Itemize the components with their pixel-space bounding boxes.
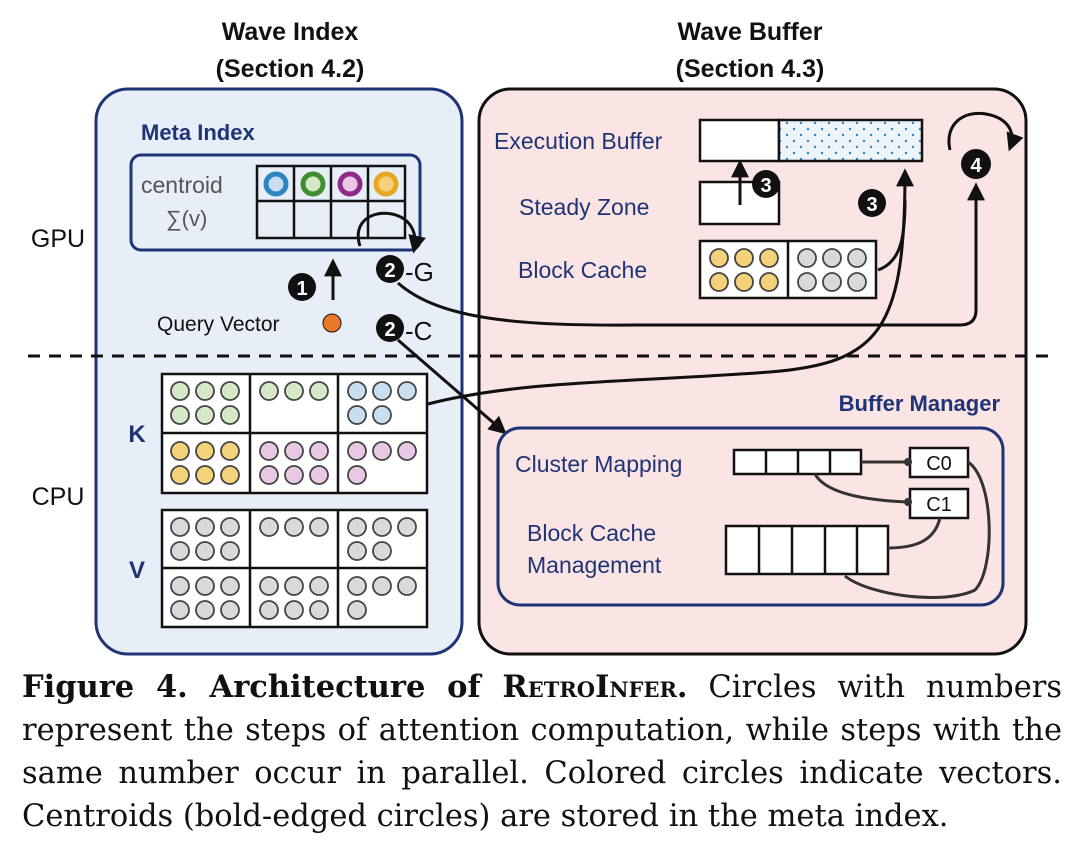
- centroid-yellow-icon: [373, 171, 399, 197]
- c1-label: C1: [926, 494, 952, 516]
- meta-index-table: [255, 164, 407, 240]
- query-vector-icon: [322, 313, 342, 333]
- caption-body: Circles with numbers represent the steps…: [22, 670, 1062, 834]
- execution-buffer-left: [698, 118, 781, 163]
- caption-heading: Figure 4. Architecture of RetroInfer.: [22, 669, 688, 705]
- block-cache-mgmt-label-1: Block Cache: [527, 520, 656, 546]
- step-2g-suffix: -G: [405, 257, 434, 287]
- step-3a-number: 3: [760, 175, 771, 197]
- meta-index-box: [129, 153, 422, 252]
- centroid-blue-icon: [263, 171, 289, 197]
- centroid-purple-icon: [337, 171, 363, 197]
- execution-buffer-label: Execution Buffer: [494, 128, 663, 154]
- step-2g-badge: [376, 255, 404, 283]
- arrow-block-cache-to-execution-buffer: [877, 199, 907, 272]
- centroid-green-icon: [300, 171, 326, 197]
- cluster-mapping-label: Cluster Mapping: [515, 451, 682, 477]
- mapping-to-c1-line: [813, 473, 908, 504]
- sum-label: ∑(v): [166, 206, 207, 231]
- meta-index-loop-arrow: [356, 211, 426, 254]
- wave-buffer-title: Wave Buffer: [678, 18, 823, 46]
- figure-caption: Figure 4. Architecture of RetroInfer. Ci…: [22, 666, 1062, 838]
- step-3b-number: 3: [866, 194, 877, 216]
- centroid-label: centroid: [141, 172, 223, 198]
- c0-label: C0: [926, 453, 952, 475]
- query-vector-label: Query Vector: [157, 313, 280, 336]
- step-3b-badge: [858, 189, 886, 217]
- c0-connector-dot: [904, 458, 912, 466]
- step-4-badge: [961, 149, 991, 179]
- step-2c-suffix: -C: [405, 316, 432, 346]
- step-2g-number: 2: [384, 260, 395, 282]
- buffer-manager-title: Buffer Manager: [839, 391, 1001, 416]
- step-4-loop-arrow: [947, 111, 1024, 152]
- step-4-number: 4: [970, 155, 982, 177]
- v-label: V: [129, 557, 145, 584]
- step-1-badge: [288, 273, 316, 301]
- step-3a-badge: [752, 170, 780, 198]
- step-1-number: 1: [296, 278, 307, 300]
- cpu-label: CPU: [32, 483, 85, 511]
- v-cache-grid: [160, 508, 429, 629]
- block-cache-grid: [698, 239, 878, 300]
- step-2c-number: 2: [384, 319, 395, 341]
- cluster-mapping-table: [732, 448, 863, 476]
- c0-to-block-line: [844, 460, 991, 599]
- execution-buffer-right: [777, 118, 924, 163]
- steady-zone-label: Steady Zone: [519, 194, 649, 220]
- c1-to-block-line: [887, 517, 942, 550]
- meta-index-title: Meta Index: [141, 120, 255, 145]
- caption-system-name: RetroInfer: [502, 669, 677, 705]
- wave-index-section: (Section 4.2): [216, 55, 365, 83]
- wave-buffer-section: (Section 4.3): [676, 55, 825, 83]
- k-label: K: [128, 421, 146, 448]
- wave-index-title: Wave Index: [222, 18, 359, 46]
- k-cache-grid: [160, 372, 429, 495]
- gpu-label: GPU: [31, 225, 85, 253]
- c1-connector-dot: [904, 498, 912, 506]
- arrow-2c-to-buffer-manager: [397, 338, 507, 435]
- step-2c-badge: [376, 314, 404, 342]
- block-cache-label: Block Cache: [518, 257, 647, 283]
- arrow-2g-to-step4: [397, 182, 985, 327]
- caption-head-suffix: .: [676, 669, 688, 705]
- block-cache-mgmt-table: [724, 524, 890, 576]
- block-cache-mgmt-label-2: Management: [527, 552, 662, 578]
- caption-head-prefix: Figure 4. Architecture of: [22, 669, 503, 705]
- architecture-diagram: Wave Index (Section 4.2) Wave Buffer (Se…: [28, 18, 1055, 656]
- arrow-cpu-k-to-execution-buffer: [427, 168, 914, 406]
